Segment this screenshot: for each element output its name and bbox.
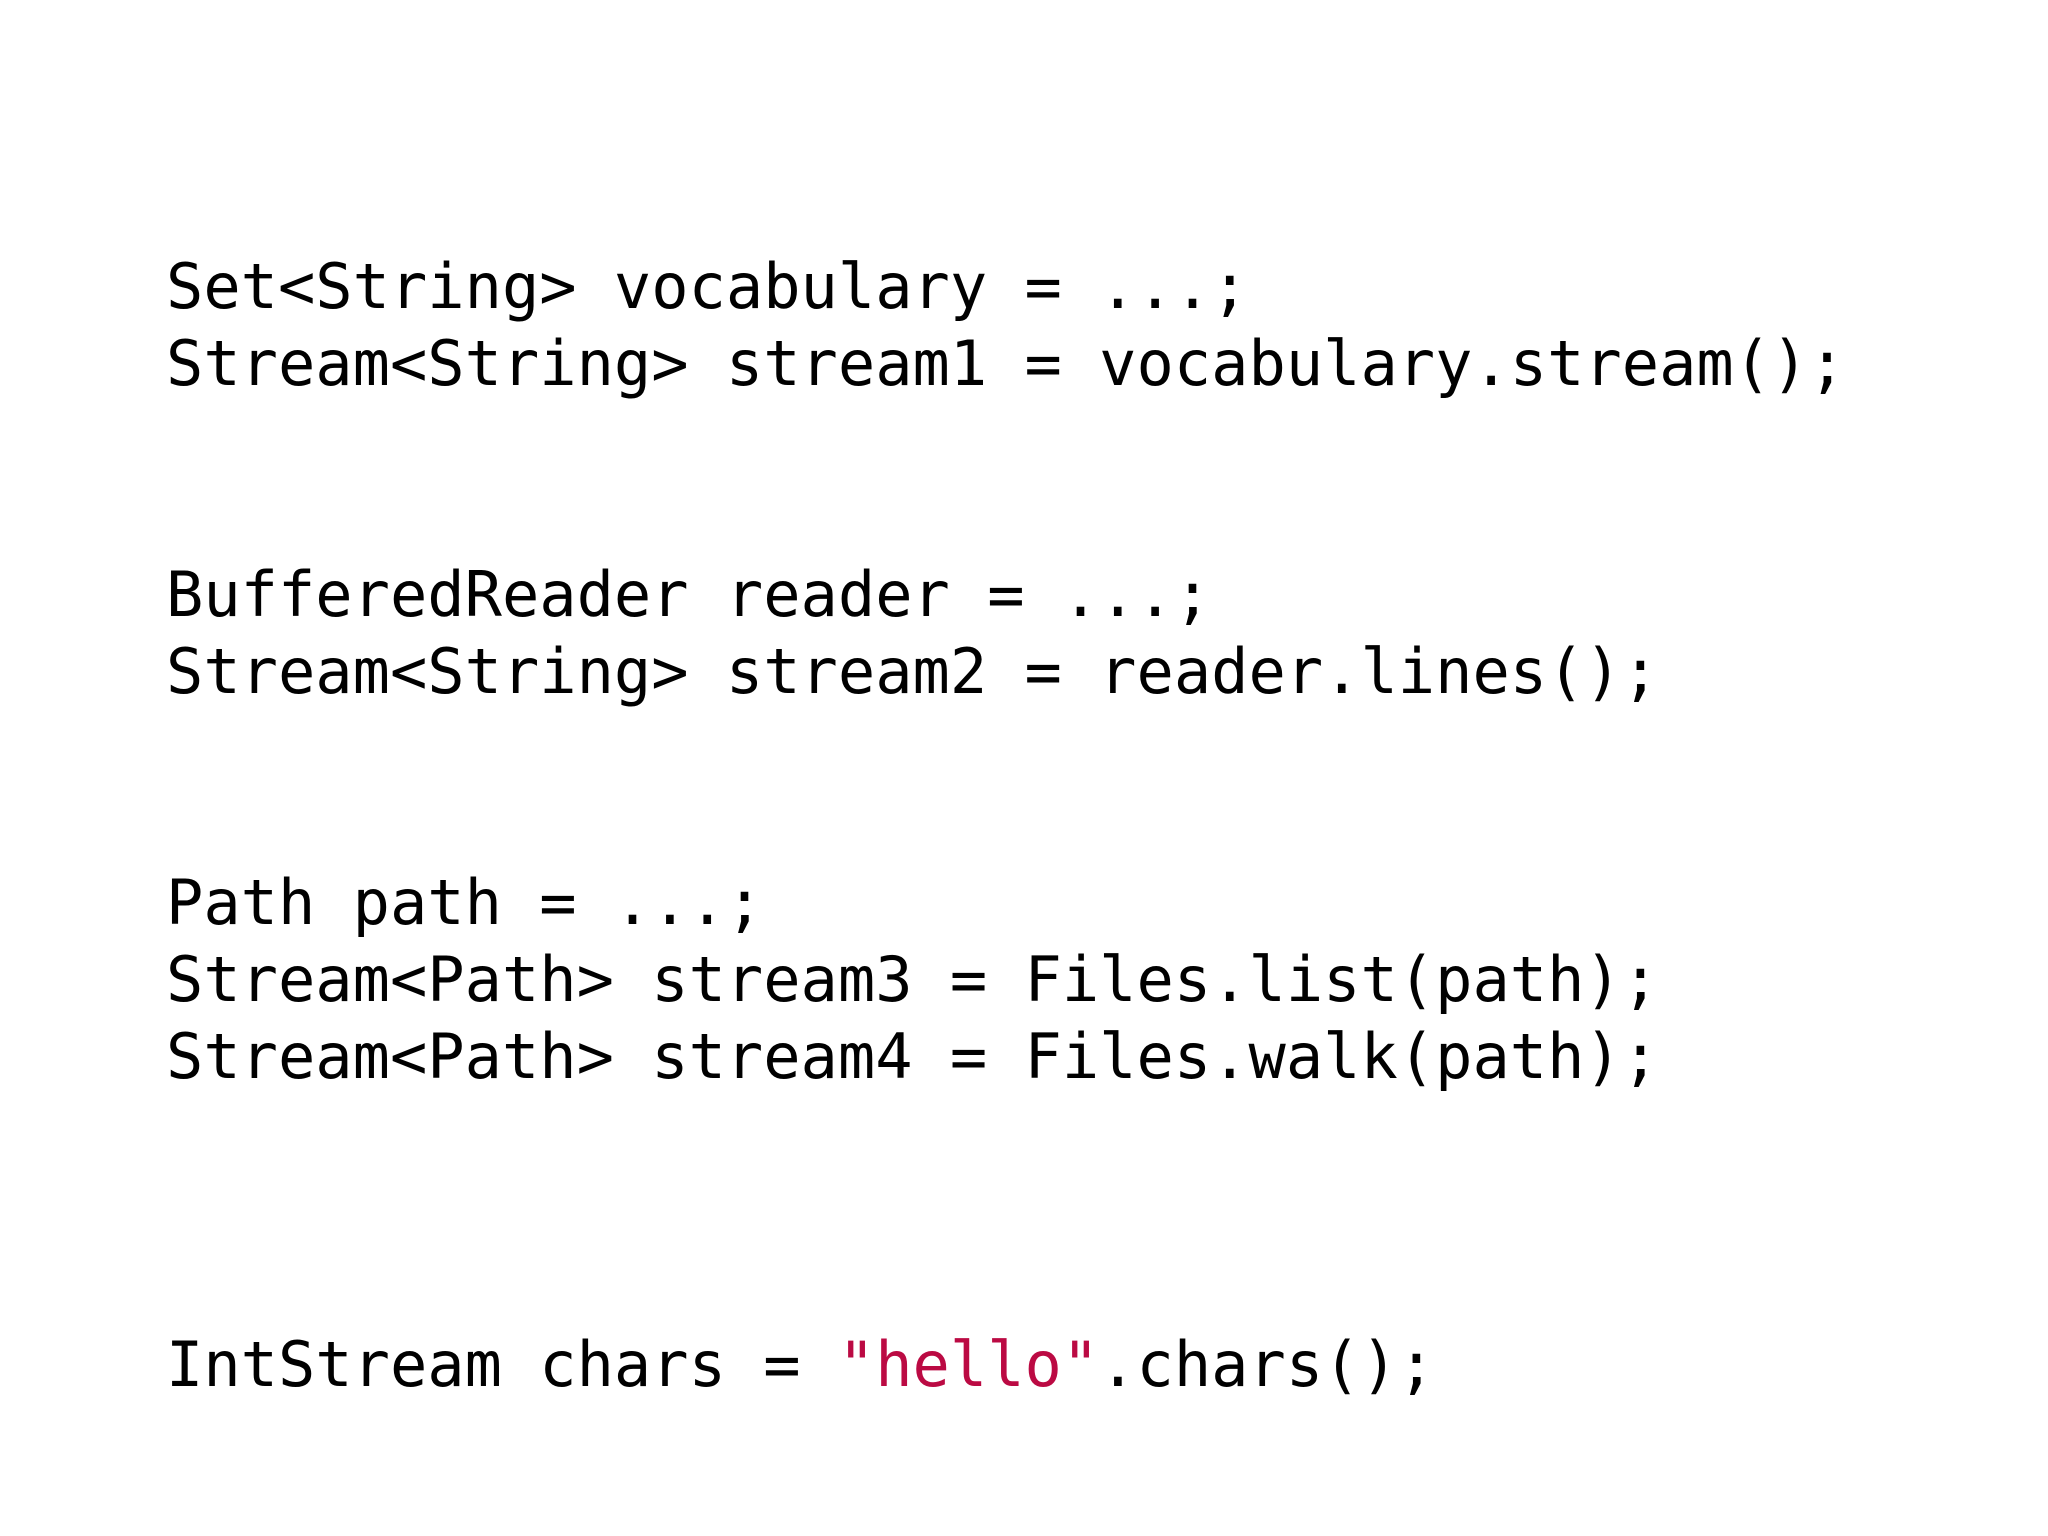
code-line-with-string: IntStream chars = "hello".chars(); (166, 1326, 1986, 1403)
code-line: Stream<String> stream2 = reader.lines(); (166, 635, 1660, 708)
code-line: BufferedReader reader = ...; (166, 558, 1212, 631)
code-line: Stream<Path> stream3 = Files.list(path); (166, 943, 1660, 1016)
code-listing: Set<String> vocabulary = ...;Stream<Stri… (166, 248, 1986, 1403)
code-line-blank (166, 1172, 1986, 1249)
code-line-blank (166, 479, 1986, 556)
code-line-blank (166, 787, 1986, 864)
code-line-blank (166, 402, 1986, 479)
code-token-string-literal: "hello" (837, 1328, 1100, 1401)
code-line-blank (166, 1249, 1986, 1326)
code-line-blank (166, 710, 1986, 787)
code-line: Set<String> vocabulary = ...; (166, 250, 1249, 323)
code-token-suffix: .chars(); (1099, 1328, 1436, 1401)
code-line: Stream<String> stream1 = vocabulary.stre… (166, 327, 1846, 400)
code-line: Stream<Path> stream4 = Files.walk(path); (166, 1020, 1660, 1093)
code-line: Path path = ...; (166, 866, 764, 939)
code-line-blank (166, 1095, 1986, 1172)
code-token-prefix: IntStream chars = (166, 1328, 838, 1401)
